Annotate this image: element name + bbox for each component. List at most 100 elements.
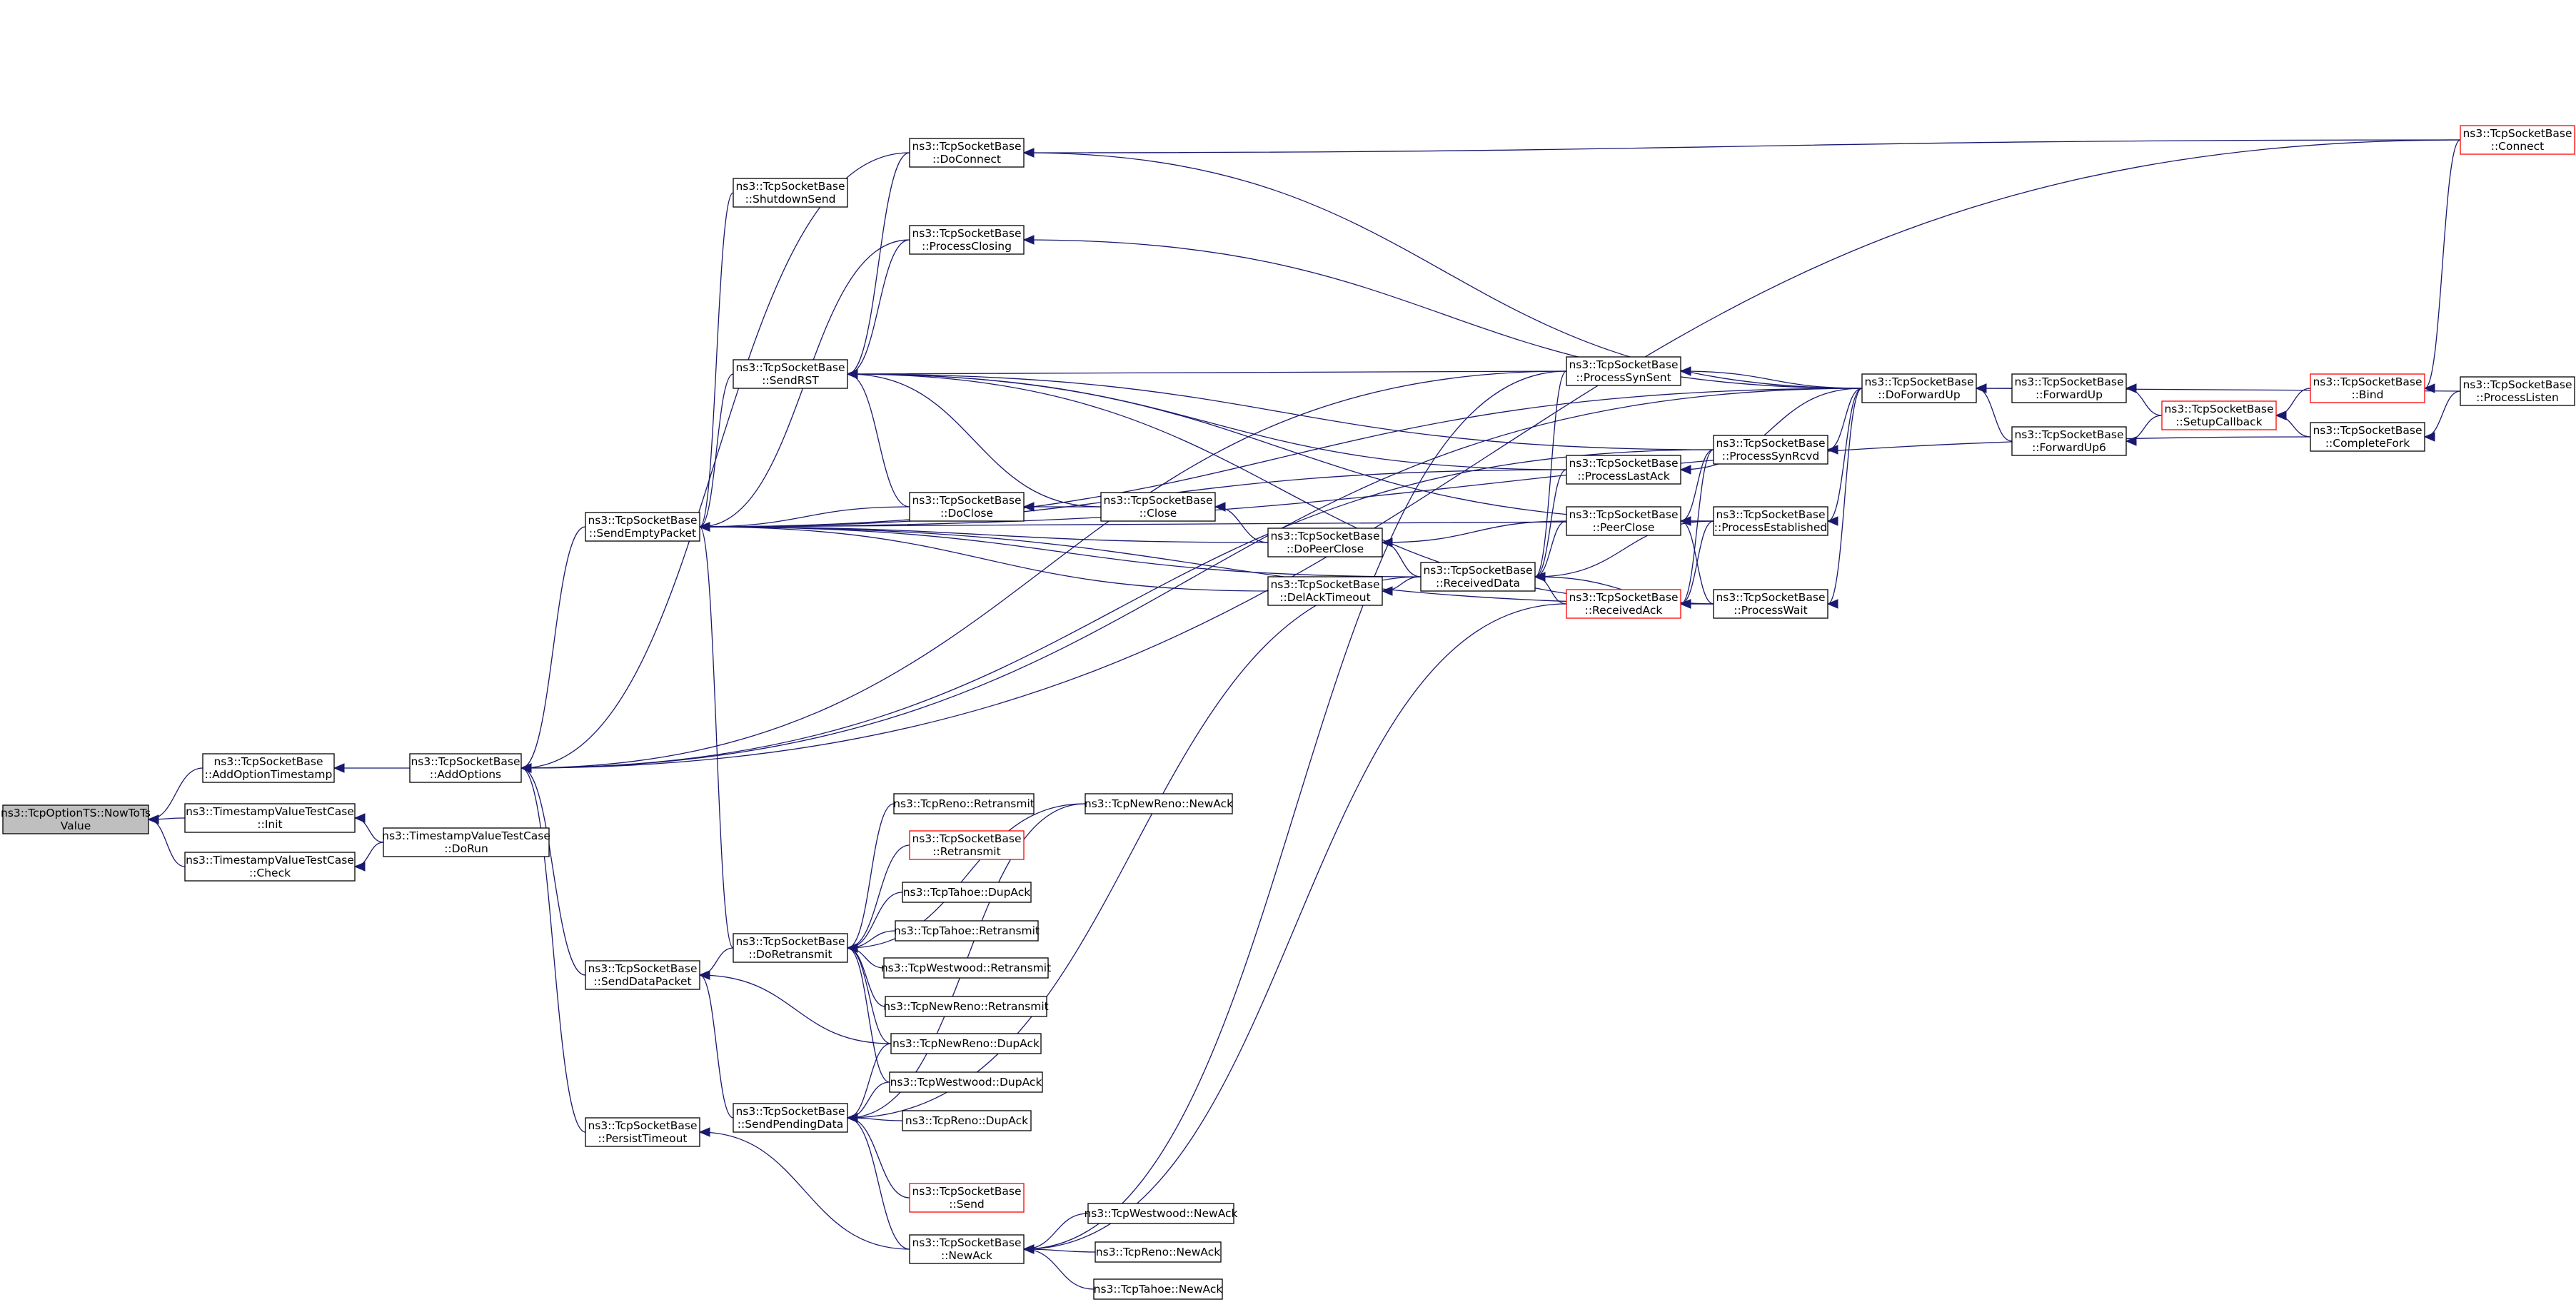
node-label-line: ::DoClose [940, 507, 993, 520]
node-label-line: ns3::TcpSocketBase [588, 962, 697, 975]
node-label-line: ns3::TcpSocketBase [912, 832, 1021, 845]
arrowhead-icon [1826, 445, 1838, 455]
node-label-line: ns3::TcpSocketBase [1569, 508, 1678, 521]
node-bind[interactable]: ns3::TcpSocketBase::Bind [2310, 373, 2425, 403]
node-addOptions[interactable]: ns3::TcpSocketBase::AddOptions [409, 753, 522, 783]
call-edge-completeFork-to-setupCb [2275, 410, 2311, 438]
node-westNewAck[interactable]: ns3::TcpWestwood::NewAck [1084, 1203, 1238, 1224]
node-box [733, 933, 848, 963]
edge-line [847, 370, 1567, 375]
node-label-line: ns3::TcpSocketBase [2313, 424, 2422, 437]
node-lastAck[interactable]: ns3::TcpSocketBase::ProcessLastAck [1566, 455, 1681, 485]
node-label-line: ns3::TcpSocketBase [1569, 591, 1678, 604]
node-recvData[interactable]: ns3::TcpSocketBase::ReceivedData [1420, 562, 1536, 592]
node-renoDup[interactable]: ns3::TcpReno::DupAck [902, 1110, 1032, 1131]
node-box [2310, 422, 2425, 452]
arrowhead-icon [333, 763, 345, 773]
node-renoRetx[interactable]: ns3::TcpReno::Retransmit [893, 793, 1035, 814]
call-edge-doFwdUp-to-established [1826, 388, 1863, 526]
node-completeFork[interactable]: ns3::TcpSocketBase::CompleteFork [2310, 422, 2425, 452]
node-synSent[interactable]: ns3::TcpSocketBase::ProcessSynSent [1566, 356, 1681, 386]
arrowhead-icon [1022, 148, 1035, 158]
node-established[interactable]: ns3::TcpSocketBase::ProcessEstablished [1713, 506, 1828, 536]
node-label-line: ns3::TcpSocketBase [588, 514, 697, 527]
call-edge-newAck-to-sendPending [846, 1113, 910, 1250]
call-edge-tvCheck-to-root [147, 814, 186, 867]
edge-line [699, 526, 734, 949]
node-sendData[interactable]: ns3::TcpSocketBase::SendDataPacket [585, 960, 700, 990]
call-edge-setupCb-to-fwdUp [2125, 383, 2163, 416]
arrowhead-icon [1679, 599, 1691, 609]
arrowhead-icon [846, 943, 858, 953]
node-tahoeRetx[interactable]: ns3::TcpTahoe::Retransmit [894, 920, 1040, 942]
node-box [902, 1110, 1032, 1131]
node-renoNewAck[interactable]: ns3::TcpReno::NewAck [1095, 1241, 1222, 1263]
node-tahoeNewAck[interactable]: ns3::TcpTahoe::NewAck [1093, 1278, 1223, 1300]
node-doPeerClose[interactable]: ns3::TcpSocketBase::DoPeerClose [1267, 528, 1383, 557]
node-nrRetx[interactable]: ns3::TcpNewReno::Retransmit [883, 996, 1049, 1017]
edge-line [847, 373, 1567, 470]
node-procListen[interactable]: ns3::TcpSocketBase::ProcessListen [2460, 376, 2575, 406]
node-peerClose[interactable]: ns3::TcpSocketBase::PeerClose [1566, 506, 1681, 536]
edge-line [847, 1117, 910, 1198]
node-send[interactable]: ns3::TcpSocketBase::Send [909, 1183, 1025, 1213]
node-label-line: ns3::TcpSocketBase [1103, 494, 1212, 507]
node-fwdUp[interactable]: ns3::TcpSocketBase::ForwardUp [2011, 373, 2127, 403]
edge-line [1680, 520, 1714, 605]
call-edge-wait-to-sendRST [846, 369, 1714, 605]
node-addOptTs[interactable]: ns3::TcpSocketBase::AddOptionTimestamp [202, 753, 335, 783]
node-delAck[interactable]: ns3::TcpSocketBase::DelAckTimeout [1267, 576, 1383, 606]
node-persist[interactable]: ns3::TcpSocketBase::PersistTimeout [585, 1117, 700, 1147]
node-doClose[interactable]: ns3::TcpSocketBase::DoClose [909, 492, 1025, 522]
node-label-line: ns3::TcpSocketBase [1716, 591, 1825, 604]
node-tvCheck[interactable]: ns3::TimestampValueTestCase::Check [184, 852, 356, 882]
node-sendEmpty[interactable]: ns3::TcpSocketBase::SendEmptyPacket [585, 512, 700, 542]
arrowhead-icon [147, 814, 159, 824]
node-label-line: ns3::TimestampValueTestCase [382, 829, 550, 842]
node-box [184, 852, 356, 882]
node-newAck[interactable]: ns3::TcpSocketBase::NewAck [909, 1234, 1025, 1264]
node-sendRST[interactable]: ns3::TcpSocketBase::SendRST [733, 359, 848, 389]
edge-line [2424, 139, 2461, 389]
node-westRetx[interactable]: ns3::TcpWestwood::Retransmit [881, 957, 1051, 979]
call-edge-tahoeDup-to-doRetx [846, 892, 903, 953]
node-wait[interactable]: ns3::TcpSocketBase::ProcessWait [1713, 589, 1828, 619]
call-edge-peerClose-to-doPeerClose [1381, 520, 1567, 547]
node-shutdown[interactable]: ns3::TcpSocketBase::ShutdownSend [733, 178, 848, 208]
node-procClosing[interactable]: ns3::TcpSocketBase::ProcessClosing [909, 225, 1025, 255]
node-nrNewAck[interactable]: ns3::TcpNewReno::NewAck [1085, 793, 1233, 814]
edge-line [148, 819, 186, 867]
node-setupCb[interactable]: ns3::TcpSocketBase::SetupCallback [2161, 400, 2277, 430]
node-doConnect[interactable]: ns3::TcpSocketBase::DoConnect [909, 138, 1025, 168]
arrowhead-icon [2423, 432, 2435, 442]
node-label-line: ns3::TimestampValueTestCase [186, 854, 354, 867]
node-connect[interactable]: ns3::TcpSocketBase::Connect [2460, 125, 2575, 155]
node-label-line: ::Close [1139, 507, 1177, 520]
edge-line [847, 1117, 910, 1250]
node-doFwdUp[interactable]: ns3::TcpSocketBase::DoForwardUp [1861, 373, 1977, 403]
edge-line [847, 803, 1086, 949]
node-label-line: ns3::TcpSocketBase [1423, 564, 1532, 577]
node-fwdUp6[interactable]: ns3::TcpSocketBase::ForwardUp6 [2011, 426, 2127, 456]
node-box [909, 1234, 1025, 1264]
call-edge-nrRetx-to-doRetx [846, 943, 886, 1007]
node-label-line: ns3::TcpWestwood::Retransmit [881, 962, 1051, 974]
call-edge-synRcvd-to-recvAck [1679, 449, 1714, 609]
node-box [409, 753, 522, 783]
node-close[interactable]: ns3::TcpSocketBase::Close [1100, 492, 1216, 522]
node-tahoeDup[interactable]: ns3::TcpTahoe::DupAck [902, 882, 1032, 903]
edge-line [847, 1081, 890, 1119]
node-box [1566, 455, 1681, 485]
node-tvDoRun[interactable]: ns3::TimestampValueTestCase::DoRun [382, 827, 550, 857]
node-synRcvd[interactable]: ns3::TcpSocketBase::ProcessSynRcvd [1713, 435, 1828, 465]
node-doRetx[interactable]: ns3::TcpSocketBase::DoRetransmit [733, 933, 848, 963]
node-sendPending[interactable]: ns3::TcpSocketBase::SendPendingData [733, 1103, 848, 1133]
node-tvInit[interactable]: ns3::TimestampValueTestCase::Init [184, 803, 356, 833]
node-westDup[interactable]: ns3::TcpWestwood::DupAck [889, 1071, 1043, 1093]
node-label-line: ns3::TcpSocketBase [2462, 127, 2572, 140]
node-label-line: ::DelAckTimeout [1279, 591, 1370, 604]
node-recvAck[interactable]: ns3::TcpSocketBase::ReceivedAck [1566, 589, 1681, 619]
node-nrDup[interactable]: ns3::TcpNewReno::DupAck [890, 1033, 1042, 1054]
node-baseRetx[interactable]: ns3::TcpSocketBase::Retransmit [909, 830, 1025, 860]
